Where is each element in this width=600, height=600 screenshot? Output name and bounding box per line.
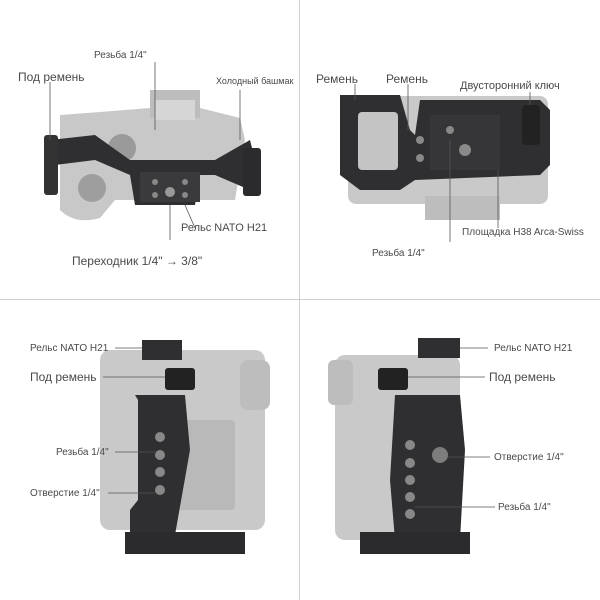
side-hole-3 bbox=[155, 467, 165, 477]
adapter-screw bbox=[165, 187, 175, 197]
cage-base bbox=[125, 532, 245, 554]
label-hole: Отверстие 1/4" bbox=[30, 488, 100, 499]
side-hole-3 bbox=[405, 475, 415, 485]
rail-hole-4 bbox=[182, 192, 188, 198]
panel-bottom-view: Ремень Ремень Двусторонний ключ Площадка… bbox=[300, 0, 599, 299]
left-side-illustration bbox=[100, 340, 270, 554]
side-hole-4 bbox=[155, 485, 165, 495]
label-cold-shoe: Холодный башмак bbox=[216, 76, 294, 86]
label-nato-rail: Рельс NATO H21 bbox=[181, 222, 268, 234]
label-thread: Резьба 1/4" bbox=[372, 248, 425, 259]
side-hole-5 bbox=[405, 509, 415, 519]
bottom-hole-2 bbox=[416, 154, 424, 162]
label-adapter: Переходник 1/4" → 3/8" bbox=[72, 254, 203, 268]
side-hole-2 bbox=[155, 450, 165, 460]
camera-eyecup bbox=[328, 360, 353, 405]
label-strap-2: Ремень bbox=[386, 72, 428, 86]
vertical-divider bbox=[299, 0, 300, 600]
top-view-illustration bbox=[44, 62, 261, 240]
nato-rail bbox=[142, 340, 182, 360]
camera-grip-knob bbox=[78, 174, 106, 202]
cage-top-band bbox=[50, 135, 255, 205]
cage-right-clamp bbox=[243, 148, 261, 196]
side-hole-1 bbox=[405, 440, 415, 450]
panel-left-side-view: Рельс NATO H21 Под ремень Резьба 1/4" От… bbox=[0, 300, 299, 599]
label-thread-top: Резьба 1/4" bbox=[94, 50, 147, 61]
bottom-hole-3 bbox=[446, 126, 454, 134]
panel-right-side-view: Рельс NATO H21 Под ремень Отверстие 1/4"… bbox=[300, 300, 599, 599]
cage-base bbox=[360, 532, 470, 554]
label-double-key: Двусторонний ключ bbox=[460, 80, 560, 92]
side-hole-1 bbox=[155, 432, 165, 442]
label-strap: Под ремень bbox=[30, 370, 97, 384]
side-hole-4 bbox=[405, 492, 415, 502]
rail-hole-1 bbox=[152, 179, 158, 185]
bottom-view-illustration bbox=[340, 84, 550, 242]
cage-left-handle bbox=[44, 135, 58, 195]
large-hole bbox=[432, 447, 448, 463]
rail-hole-3 bbox=[152, 192, 158, 198]
strap-slot bbox=[378, 368, 408, 390]
label-nato-rail: Рельс NATO H21 bbox=[30, 343, 109, 354]
right-side-illustration bbox=[328, 338, 495, 554]
label-thread: Резьба 1/4" bbox=[56, 447, 109, 458]
camera-top-plate bbox=[155, 100, 195, 120]
horizontal-divider bbox=[0, 299, 600, 300]
arca-plate bbox=[430, 115, 500, 170]
rail-hole-2 bbox=[182, 179, 188, 185]
label-strap: Под ремень bbox=[489, 370, 556, 384]
camera-screen bbox=[175, 420, 235, 510]
label-arca-plate: Площадка H38 Arca-Swiss bbox=[462, 227, 584, 238]
double-key bbox=[522, 105, 540, 145]
cage-side-plate bbox=[390, 395, 465, 540]
bottom-hole-1 bbox=[416, 136, 424, 144]
label-nato-rail: Рельс NATO H21 bbox=[494, 343, 573, 354]
side-hole-2 bbox=[405, 458, 415, 468]
label-thread: Резьба 1/4" bbox=[498, 502, 551, 513]
cage-side-plate bbox=[130, 395, 190, 535]
label-strap: Под ремень bbox=[18, 70, 85, 84]
strap-slot bbox=[165, 368, 195, 390]
panel-top-view: Резьба 1/4" Под ремень Холодный башмак Р… bbox=[0, 0, 299, 299]
tripod-screw bbox=[459, 144, 471, 156]
cage-battery-cutout bbox=[358, 112, 398, 170]
nato-rail bbox=[418, 338, 460, 358]
label-strap-1: Ремень bbox=[316, 72, 358, 86]
camera-eyecup bbox=[240, 360, 270, 410]
camera-lens-mount bbox=[425, 196, 500, 220]
label-hole: Отверстие 1/4" bbox=[494, 452, 564, 463]
